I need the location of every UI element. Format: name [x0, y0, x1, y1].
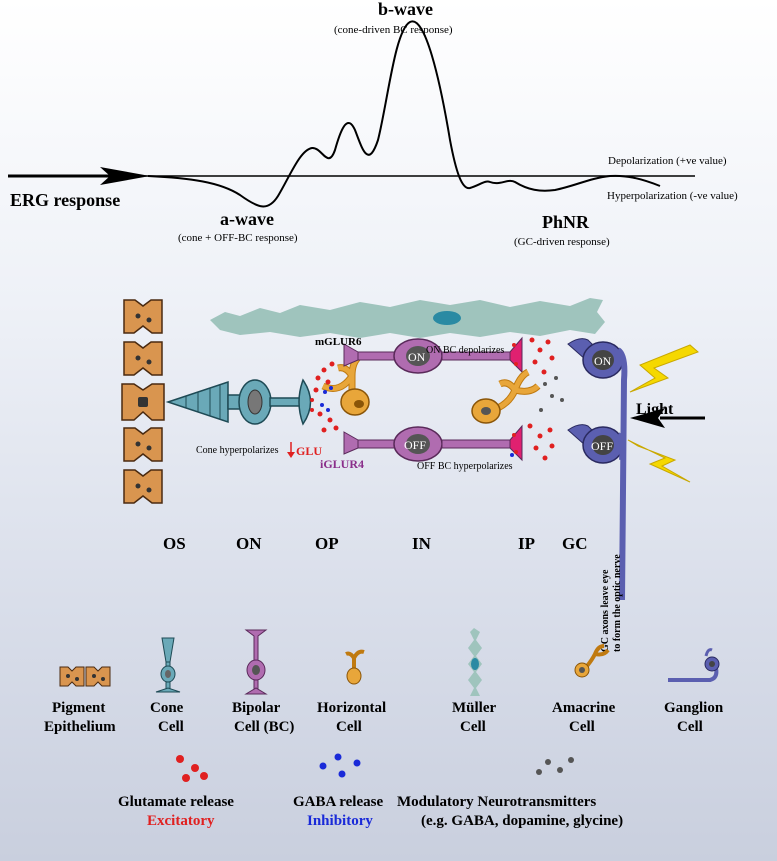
muller-cell-large: [210, 298, 605, 338]
modulatory-dots-legend: [536, 757, 574, 775]
layer-gc: GC: [562, 534, 588, 553]
legend-pigment-line2: Epithelium: [44, 719, 116, 735]
depolarization-label: Depolarization (+ve value): [608, 155, 727, 167]
b-wave-label: b-wave: [378, 0, 433, 19]
legend-horizontal-line2: Cell: [336, 719, 362, 735]
cone-hyperpolarizes-label: Cone hyperpolarizes: [196, 445, 279, 456]
gaba-dots-circuit: [320, 386, 514, 457]
gaba-release-label: GABA release: [293, 794, 383, 810]
legend-bipolar-line2: Cell (BC): [234, 719, 294, 735]
gc-axons-label-group: GC axons leave eye to form the optic ner…: [600, 554, 623, 652]
modulatory-sublabel: (e.g. GABA, dopamine, glycine): [421, 813, 623, 829]
iglur4-label: iGLUR4: [320, 457, 364, 471]
ganglion-cell-on: ON: [567, 338, 624, 379]
legend-muller-icon: [468, 628, 482, 696]
erg-waveform: [147, 20, 661, 208]
pigment-epithelium-stack: [121, 299, 165, 504]
legend-horizontal-line1: Horizontal: [317, 700, 386, 716]
glutamate-dots-circuit: [310, 337, 555, 461]
legend-amacrine-icon: [574, 644, 610, 678]
glutamate-release-label: Glutamate release: [118, 794, 234, 810]
legend-horizontal-icon: [345, 649, 365, 685]
gc-axons-line1: GC axons leave eye: [600, 569, 611, 652]
excitatory-label: Excitatory: [147, 813, 215, 829]
release-legend: Glutamate release Excitatory GABA releas…: [118, 753, 623, 829]
off-bc-hyperpolarizes-label: OFF BC hyperpolarizes: [417, 461, 513, 472]
a-wave-sublabel: (cone + OFF-BC response): [178, 232, 298, 244]
bipolar-cell-on: ON: [343, 336, 523, 374]
ganglion-off-label: OFF: [591, 439, 613, 453]
erg-arrowhead: [100, 167, 150, 185]
retina-circuit: ON OFF ON: [121, 298, 705, 652]
modulatory-dots-circuit: [539, 376, 564, 412]
legend-ganglion-line1: Ganglion: [664, 700, 724, 716]
a-wave-label: a-wave: [220, 209, 274, 229]
hyperpolarization-label: Hyperpolarization (-ve value): [607, 190, 738, 202]
on-bc-depolarizes-label: ON BC depolarizes: [426, 345, 504, 356]
bipolar-off-label: OFF: [404, 438, 426, 452]
cone-cell-large: [165, 378, 312, 426]
layer-os: OS: [163, 534, 186, 553]
amacrine-cell-large: [471, 368, 541, 424]
light-source: Light: [627, 344, 705, 483]
legend-bipolar-line1: Bipolar: [232, 700, 281, 716]
b-wave-sublabel: (cone-driven BC response): [334, 24, 453, 36]
phnr-sublabel: (GC-driven response): [514, 236, 610, 248]
legend-pigment-icon: [59, 666, 111, 687]
ganglion-on-label: ON: [594, 354, 612, 368]
glu-label: GLU: [296, 444, 322, 458]
legend-pigment-line1: Pigment: [52, 700, 105, 716]
light-arrowhead: [630, 408, 665, 428]
bipolar-on-label: ON: [408, 350, 426, 364]
modulatory-label: Modulatory Neurotransmitters: [397, 794, 596, 810]
mglur6-label: mGLUR6: [315, 336, 362, 348]
layer-ip: IP: [518, 534, 535, 553]
legend-ganglion-line2: Cell: [677, 719, 703, 735]
lightning-bolt-bottom: [627, 439, 691, 483]
inhibitory-label: Inhibitory: [307, 813, 373, 829]
legend-ganglion-icon: [668, 648, 720, 682]
erg-section: ERG response b-wave (cone-driven BC resp…: [8, 0, 738, 248]
bipolar-cell-off: OFF: [343, 424, 523, 462]
legend-cone-icon: [155, 637, 181, 693]
legend-muller-line2: Cell: [460, 719, 486, 735]
phnr-label: PhNR: [542, 212, 590, 232]
layer-labels: OS ON OP IN IP GC: [163, 534, 588, 553]
ganglion-axon: [616, 347, 628, 601]
layer-in: IN: [412, 534, 432, 553]
legend-bipolar-icon: [244, 629, 268, 695]
legend: Pigment Epithelium Cone Cell Bipolar Cel…: [44, 628, 724, 735]
erg-response-label: ERG response: [10, 190, 120, 210]
gc-axons-line2: to form the optic nerve: [612, 554, 623, 652]
layer-on: ON: [236, 534, 262, 553]
gaba-dots-legend: [319, 753, 361, 778]
legend-cone-line2: Cell: [158, 719, 184, 735]
legend-amacrine-line2: Cell: [569, 719, 595, 735]
horizontal-cell-large: [321, 353, 370, 416]
glutamate-dots-legend: [176, 755, 208, 782]
lightning-bolt-top: [629, 344, 699, 393]
ganglion-cell-off: OFF: [567, 424, 624, 464]
legend-muller-line1: Müller: [452, 700, 496, 716]
legend-cone-line1: Cone: [150, 700, 184, 716]
light-label: Light: [636, 401, 674, 418]
layer-op: OP: [315, 534, 339, 553]
legend-amacrine-line1: Amacrine: [552, 700, 616, 716]
